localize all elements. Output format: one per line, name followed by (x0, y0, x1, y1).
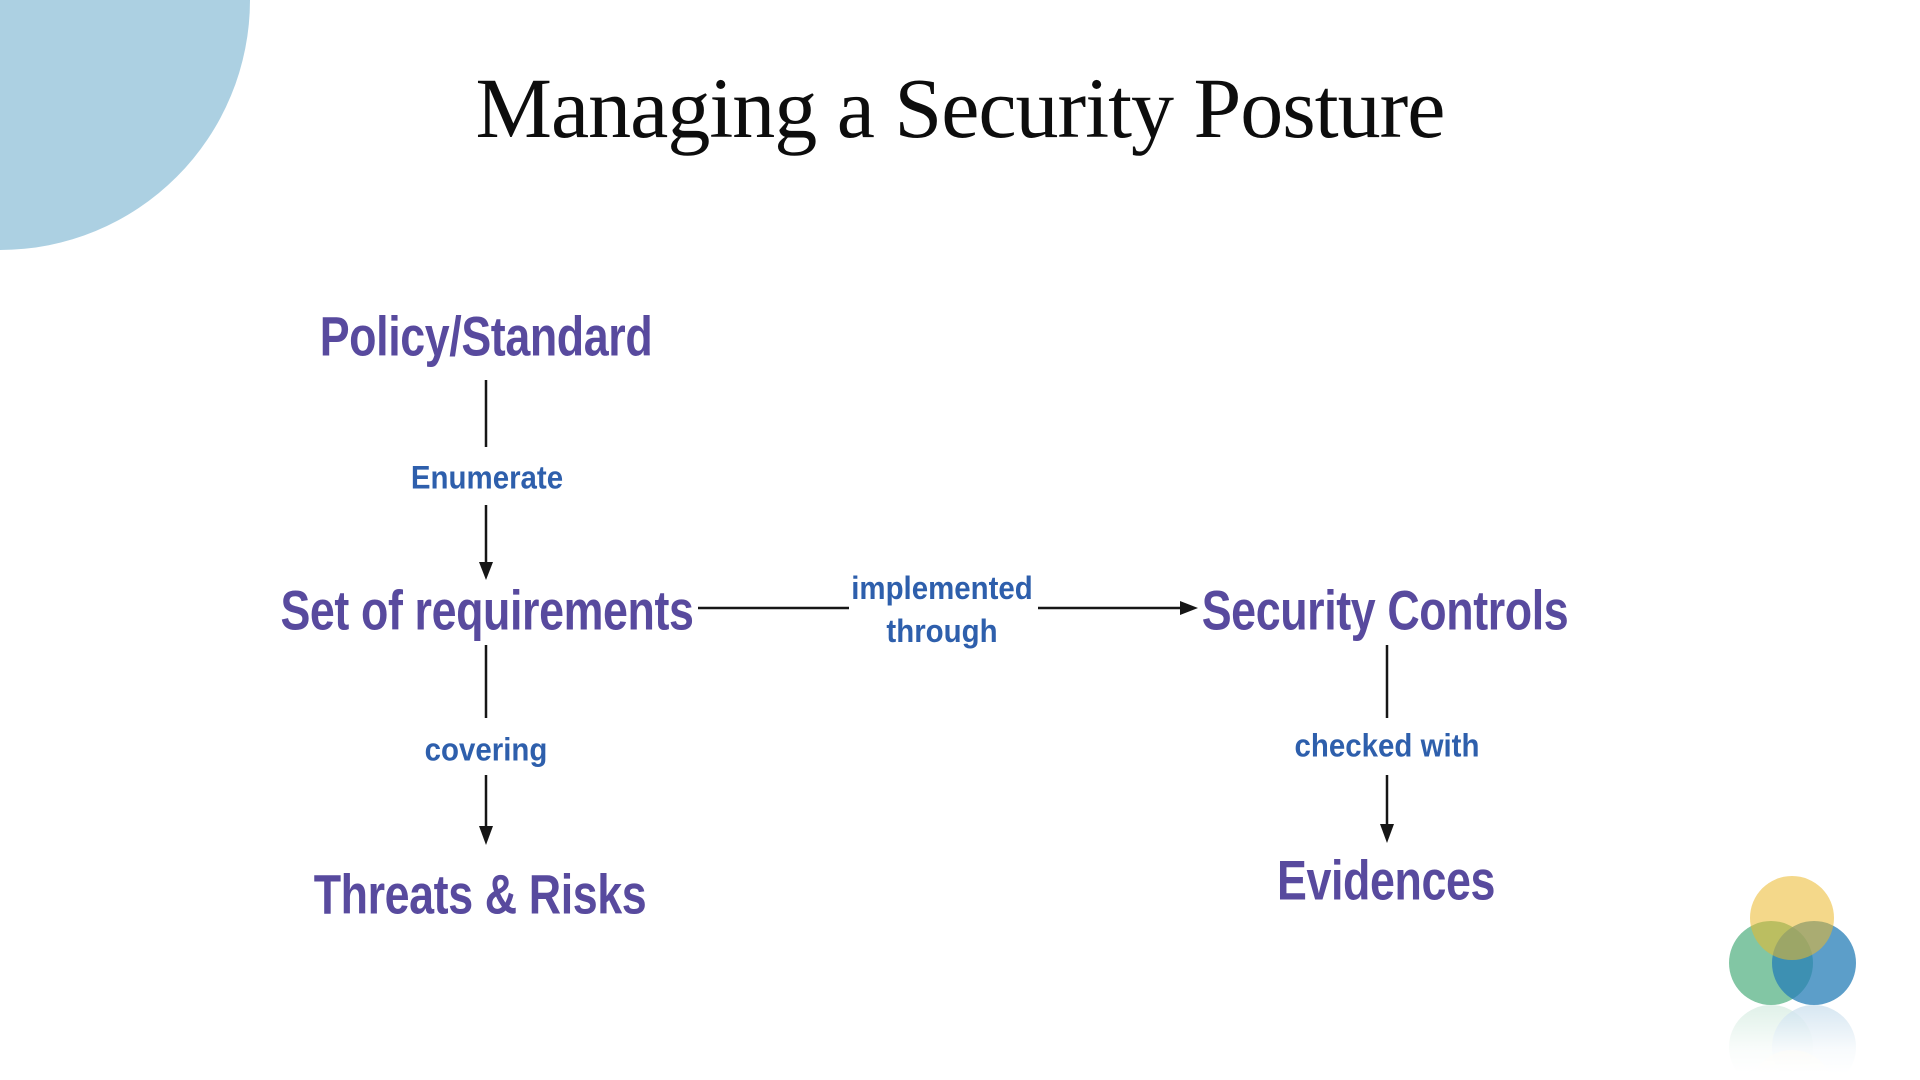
edge-label-covering: covering (424, 731, 548, 768)
node-security-controls: Security Controls (1201, 578, 1569, 642)
arrow-requirements-to-controls (698, 601, 1198, 615)
arrow-controls-to-evidences (1380, 645, 1394, 843)
edge-label-checked-with: checked with (1294, 727, 1480, 764)
edge-label-enumerate: Enumerate (410, 459, 564, 496)
arrow-requirements-to-threats (479, 645, 493, 845)
node-threats-risks: Threats & Risks (313, 862, 647, 926)
logo-reflection-fade (1712, 1005, 1872, 1080)
slide-title: Managing a Security Posture (475, 60, 1446, 156)
node-evidences: Evidences (1276, 848, 1496, 912)
edge-label-implemented-through: implemented through (851, 569, 1033, 649)
node-policy-standard: Policy/Standard (319, 304, 653, 368)
venn-circles-logo-icon (1729, 876, 1856, 1005)
arrow-policy-to-requirements (479, 380, 493, 580)
node-set-of-requirements: Set of requirements (280, 578, 694, 642)
